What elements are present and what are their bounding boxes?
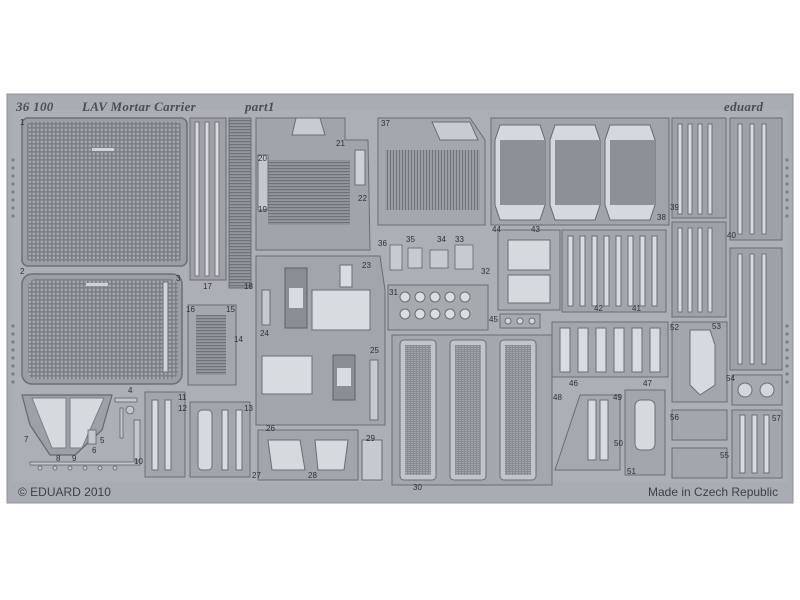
- part-number: 57: [772, 414, 781, 423]
- part-number: 39: [670, 203, 679, 212]
- part-number: 29: [366, 434, 375, 443]
- part-number: 45: [489, 315, 498, 324]
- part-number: 16: [186, 305, 195, 314]
- part-number: 46: [569, 379, 578, 388]
- part-30-grilles: [391, 334, 553, 486]
- part-number: 19: [258, 205, 267, 214]
- part-11-14: [144, 304, 251, 478]
- part-number: 21: [336, 139, 345, 148]
- part-number: 22: [358, 194, 367, 203]
- part-number: 27: [252, 471, 261, 480]
- part-number: 33: [455, 235, 464, 244]
- part-number: 23: [362, 261, 371, 270]
- part-number: 31: [389, 288, 398, 297]
- part-number: 32: [481, 267, 490, 276]
- part-number: 9: [72, 454, 77, 463]
- part-number: 5: [100, 436, 105, 445]
- part-number: 38: [657, 213, 666, 222]
- part-number: 49: [613, 393, 622, 402]
- part-number: 54: [726, 374, 735, 383]
- part-21-hull-panel: [255, 117, 371, 251]
- part-1-mesh-panel: [21, 117, 188, 267]
- part-number: 7: [24, 435, 29, 444]
- part-number: 50: [614, 439, 623, 448]
- fret-title: LAV Mortar Carrier: [82, 99, 197, 114]
- copyright-text: © EDUARD 2010: [18, 485, 111, 499]
- part-31-holes: [387, 284, 489, 331]
- brand-logo: eduard: [724, 99, 764, 114]
- part-number: 13: [244, 404, 253, 413]
- part-number: 52: [670, 323, 679, 332]
- part-47-51: [624, 389, 666, 476]
- part-number: 2: [20, 267, 25, 276]
- part-number: 47: [643, 379, 652, 388]
- part-number: 56: [670, 413, 679, 422]
- part-number: 20: [258, 154, 267, 163]
- part-number: 48: [553, 393, 562, 402]
- part-number: 12: [178, 404, 187, 413]
- part-number: 11: [178, 393, 187, 402]
- part-48-50: [554, 394, 621, 471]
- part-number: 26: [266, 424, 275, 433]
- part-number: 10: [134, 457, 143, 466]
- part-18-ladder: [228, 117, 252, 289]
- part-number: 42: [594, 304, 603, 313]
- part-17-rods: [189, 117, 227, 281]
- part-39-40-rods: [671, 117, 783, 371]
- part-number: 35: [406, 235, 415, 244]
- part-number: 34: [437, 235, 446, 244]
- part-41-42-brackets: [561, 229, 667, 313]
- part-38-hatches: [490, 117, 670, 226]
- part-number: 36: [378, 239, 387, 248]
- part-43-44-frame: [497, 229, 561, 311]
- part-number: 1: [20, 118, 25, 127]
- part-number: 8: [56, 454, 61, 463]
- part-55-57: [671, 409, 783, 479]
- part-2-mesh-panel: [21, 273, 183, 385]
- part-number: 55: [720, 451, 729, 460]
- part-number: 4: [128, 386, 133, 395]
- part-number: 17: [203, 282, 212, 291]
- part-number: 51: [627, 467, 636, 476]
- part-23-central-plate: [255, 255, 386, 426]
- part-number: 40: [727, 231, 736, 240]
- part-37-panel: [377, 117, 486, 226]
- part-46-clips: [551, 321, 669, 378]
- fret-code: 36 100: [16, 99, 54, 114]
- part-52-53: [671, 321, 728, 403]
- part-number: 43: [531, 225, 540, 234]
- part-number: 24: [260, 329, 269, 338]
- part-number: 15: [226, 305, 235, 314]
- part-number: 28: [308, 471, 317, 480]
- part-28: [257, 429, 359, 481]
- part-number: 30: [413, 483, 422, 492]
- part-number: 18: [244, 282, 253, 291]
- part-number: 41: [632, 304, 641, 313]
- part-number: 44: [492, 225, 501, 234]
- part-number: 37: [381, 119, 390, 128]
- part-number: 25: [370, 346, 379, 355]
- part-number: 14: [234, 335, 243, 344]
- part-number: 53: [712, 322, 721, 331]
- part-number: 3: [176, 274, 181, 283]
- part-number: 6: [92, 446, 97, 455]
- fret-part: part1: [245, 99, 275, 114]
- origin-text: Made in Czech Republic: [648, 485, 779, 499]
